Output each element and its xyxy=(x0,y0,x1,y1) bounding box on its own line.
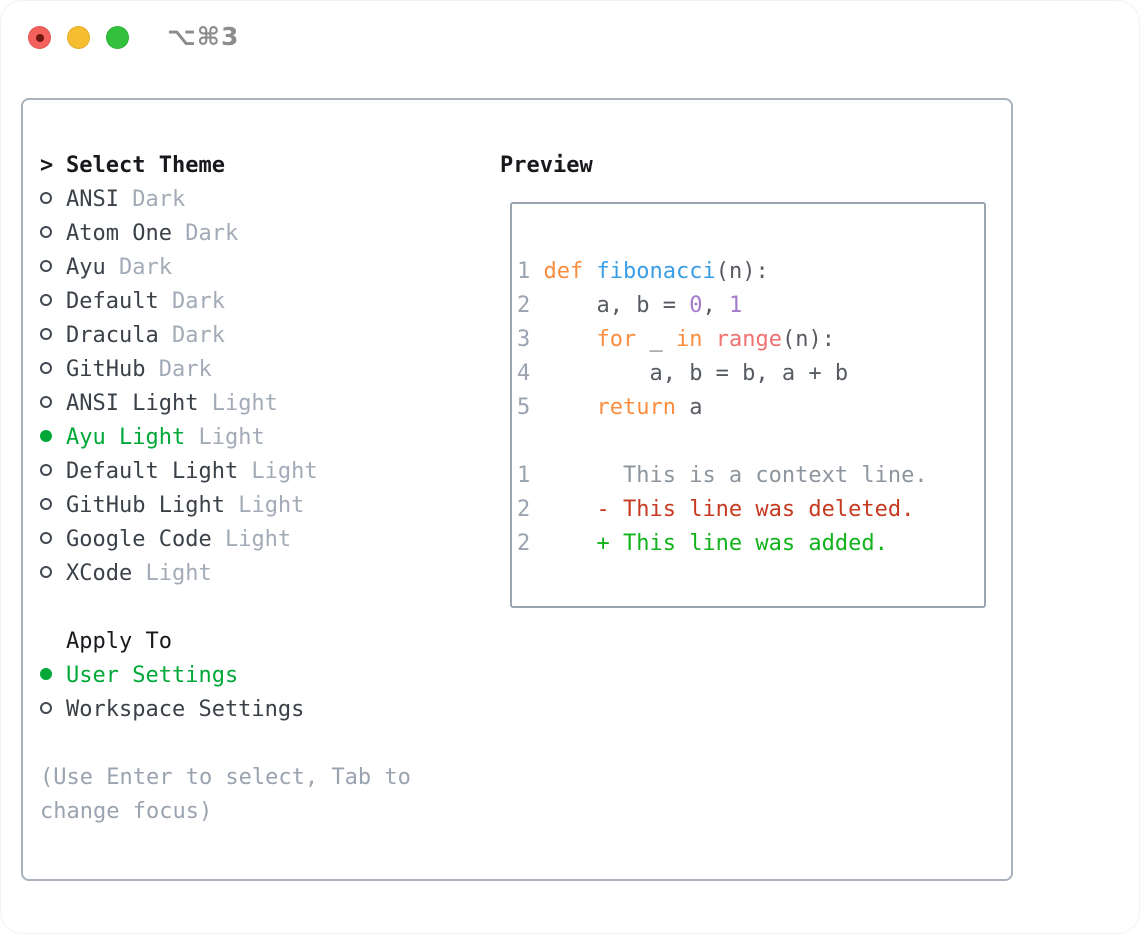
theme-variant: Light xyxy=(132,561,212,586)
titlebar: ⌥⌘3 xyxy=(0,0,1140,74)
theme-option[interactable]: ANSI Dark xyxy=(40,183,411,217)
apply-to-option[interactable]: User Settings xyxy=(40,659,411,693)
apply-to-label: Workspace Settings xyxy=(66,697,305,722)
theme-option[interactable]: GitHub Dark xyxy=(40,353,411,387)
help-text-line-2: change focus) xyxy=(40,799,213,824)
theme-variant: Light xyxy=(238,459,318,484)
apply-to-label: User Settings xyxy=(66,663,239,688)
theme-name: GitHub xyxy=(66,357,146,382)
line-number: 2 xyxy=(517,497,544,522)
prompt-icon: > xyxy=(40,153,54,178)
theme-name: GitHub Light xyxy=(66,493,225,518)
line-number: 1 xyxy=(517,463,544,488)
theme-name: Atom One xyxy=(66,221,172,246)
theme-name: Ayu xyxy=(66,255,106,280)
theme-name: Default Light xyxy=(66,459,239,484)
theme-option[interactable]: Google Code Light xyxy=(40,523,411,557)
theme-variant: Dark xyxy=(158,323,225,348)
window-title: ⌥⌘3 xyxy=(167,22,240,51)
theme-variant: Light xyxy=(211,527,292,552)
radio-icon xyxy=(40,396,52,408)
code-line xyxy=(517,425,980,459)
theme-name: ANSI Light xyxy=(66,391,199,416)
theme-option[interactable]: Default Dark xyxy=(40,285,411,319)
theme-variant: Dark xyxy=(145,357,212,382)
spacer xyxy=(40,591,411,625)
apply-to-option[interactable]: Workspace Settings xyxy=(40,693,411,727)
line-number: 2 xyxy=(517,293,544,318)
radio-icon xyxy=(40,362,52,374)
radio-icon xyxy=(40,532,52,544)
theme-option[interactable]: Dracula Dark xyxy=(40,319,411,353)
line-number: 2 xyxy=(517,531,544,556)
radio-icon xyxy=(40,430,52,442)
radio-icon xyxy=(40,294,52,306)
theme-option[interactable]: GitHub Light Light xyxy=(40,489,411,523)
theme-name: ANSI xyxy=(66,187,119,212)
line-number: 3 xyxy=(517,327,544,352)
code-line: 2 - This line was deleted. xyxy=(517,497,915,522)
close-button[interactable] xyxy=(28,26,51,49)
code-line: 3 for _ in range(n): xyxy=(517,327,835,352)
theme-variant: Dark xyxy=(105,255,172,280)
radio-icon xyxy=(40,328,52,340)
theme-name: Ayu Light xyxy=(66,425,186,450)
theme-variant: Light xyxy=(224,493,305,518)
code-line: 1 This is a context line. xyxy=(517,463,928,488)
line-number: 4 xyxy=(517,361,544,386)
theme-variant: Dark xyxy=(171,221,239,246)
theme-option[interactable]: ANSI Light Light xyxy=(40,387,411,421)
spacer xyxy=(40,727,411,761)
radio-icon xyxy=(40,192,52,204)
code-line: 1 def fibonacci(n): xyxy=(517,259,769,284)
theme-option[interactable]: Ayu Light Light xyxy=(40,421,411,455)
theme-option[interactable]: Atom One Dark xyxy=(40,217,411,251)
radio-icon xyxy=(40,566,52,578)
theme-list-header: > Select Theme xyxy=(40,149,411,183)
theme-variant: Dark xyxy=(118,187,186,212)
theme-option[interactable]: Default Light Light xyxy=(40,455,411,489)
line-number: 5 xyxy=(517,395,544,420)
minimize-button[interactable] xyxy=(67,26,90,49)
theme-option[interactable]: Ayu Dark xyxy=(40,251,411,285)
theme-list-title: Select Theme xyxy=(66,153,225,178)
preview-pane: 1 def fibonacci(n): 2 a, b = 0, 1 3 for _ … xyxy=(510,202,986,608)
radio-icon xyxy=(40,260,52,272)
theme-variant: Light xyxy=(198,391,278,416)
code-line: 5 return a xyxy=(517,395,703,420)
code-line: 2 a, b = 0, 1 xyxy=(517,293,743,318)
radio-icon xyxy=(40,226,52,238)
code-line: 4 a, b = b, a + b xyxy=(517,361,849,386)
theme-option[interactable]: XCode Light xyxy=(40,557,411,591)
preview-title: Preview xyxy=(500,153,593,178)
help-text-line-1: (Use Enter to select, Tab to xyxy=(40,765,411,790)
radio-icon xyxy=(40,498,52,510)
radio-icon xyxy=(40,464,52,476)
theme-variant: Dark xyxy=(158,289,225,314)
theme-variant: Light xyxy=(185,425,265,450)
radio-icon xyxy=(40,668,52,680)
theme-name: Default xyxy=(66,289,159,314)
code-line: 2 + This line was added. xyxy=(517,531,888,556)
theme-name: Dracula xyxy=(66,323,159,348)
zoom-button[interactable] xyxy=(106,26,129,49)
line-number: 1 xyxy=(517,259,544,284)
apply-to-header: Apply To xyxy=(66,629,172,654)
theme-name: XCode xyxy=(66,561,133,586)
radio-icon xyxy=(40,702,52,714)
theme-name: Google Code xyxy=(66,527,212,552)
